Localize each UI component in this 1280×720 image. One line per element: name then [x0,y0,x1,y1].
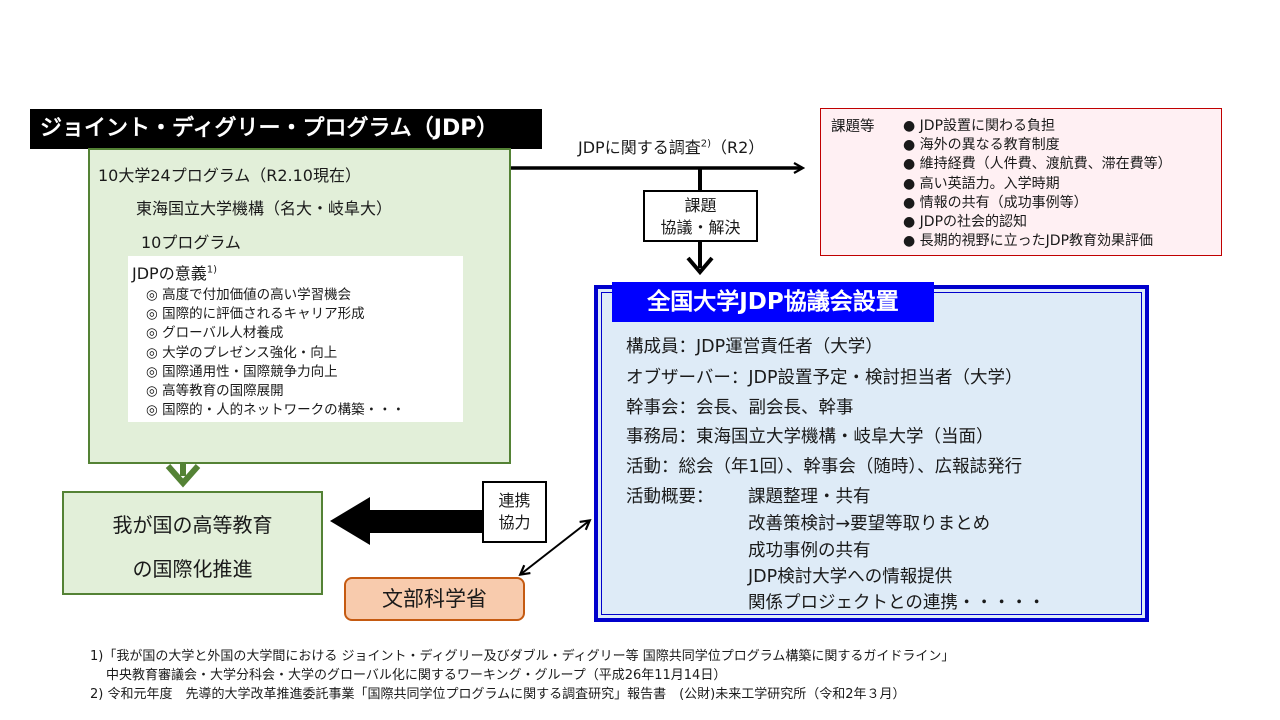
significance-item: ◎ 大学のプレゼンス強化・向上 [146,345,338,361]
issue-item: ● 情報の共有（成功事例等） [903,195,1088,211]
council-members: 構成員：JDP運営責任者（大学） [626,337,883,357]
significance-title: JDPの意義1) [132,264,217,283]
jdp-significance-box: JDPの意義1) ◎ 高度で付加価値の高い学習機会 ◎ 国際的に評価されるキャリ… [128,256,463,422]
issues-box: 課題等 ● JDP設置に関わる負担 ● 海外の異なる教育制度 ● 維持経費（人件… [820,108,1222,256]
significance-item: ◎ 国際的に評価されるキャリア形成 [146,306,365,322]
council-observers: オブザーバー：JDP設置予定・検討担当者（大学） [626,368,1023,388]
mext-council-arrow [521,521,589,574]
tokai-institution: 東海国立大学機構（名大・岐阜大） [136,199,393,218]
significance-item: ◎ 国際的・人的ネットワークの構築・・・ [146,402,406,418]
activity-overview-label: 活動概要： [626,487,714,507]
council-activities: 活動：総会（年1回）、幹事会（随時）、広報誌発行 [626,457,1023,477]
jdp-title-bar: ジョイント・ディグリー・プログラム（JDP） [30,109,542,149]
programs-count: 10大学24プログラム（R2.10現在） [98,166,361,185]
issue-item: ● 長期的視野に立ったJDP教育効果評価 [903,233,1154,249]
kadai-down-arrowhead [686,256,714,276]
issue-item: ● 維持経費（人件費、渡航費、滞在費等） [903,156,1172,172]
issue-item: ● JDPの社会的認知 [903,214,1028,230]
council-secretariat: 事務局：東海国立大学機構・岐阜大学（当面） [626,427,994,447]
significance-item: ◎ 国際通用性・国際競争力向上 [146,364,338,380]
left-block-arrow [330,497,483,545]
issue-item: ● 高い英語力。入学時期 [903,176,1060,192]
jdp-programs-box: 10大学24プログラム（R2.10現在） 東海国立大学機構（名大・岐阜大） 10… [88,148,511,464]
tokai-programs: 10プログラム [141,233,241,252]
significance-item: ◎ 高等教育の国際展開 [146,383,284,399]
green-down-arrowhead [165,464,201,488]
issue-resolution-box: 課題 協議・解決 [643,190,758,242]
council-board: 幹事会：会長、副会長、幹事 [626,398,854,418]
cooperation-box: 連携 協力 [482,481,547,543]
activity-item: 改善策検討→要望等取りまとめ [748,514,991,534]
activity-item: 課題整理・共有 [748,487,871,507]
activity-item: 関係プロジェクトとの連携・・・・・ [748,593,1046,613]
mext-box: 文部科学省 [344,577,525,621]
issue-item: ● 海外の異なる教育制度 [903,137,1060,153]
activity-item: JDP検討大学への情報提供 [748,567,953,587]
footnote-2: 2) 令和元年度 先導的大学改革推進委託事業「国際共同学位プログラムに関する調査… [90,687,906,702]
significance-item: ◎ 高度で付加価値の高い学習機会 [146,287,352,303]
internationalization-goal-box: 我が国の高等教育 の国際化推進 [62,491,323,595]
footnote-1: 1)「我が国の大学と外国の大学間における ジョイント・ディグリー及びダブル・ディ… [90,649,955,664]
footnote-1-source: 中央教育審議会・大学分科会・大学のグローバル化に関するワーキング・グループ（平成… [106,668,727,683]
activity-item: 成功事例の共有 [748,541,871,561]
issue-item: ● JDP設置に関わる負担 [903,118,1056,134]
survey-label: JDPに関する調査2)（R2） [578,138,765,157]
issues-heading: 課題等 [831,119,875,135]
council-title: 全国大学JDP協議会設置 [612,282,934,322]
significance-item: ◎ グローバル人材養成 [146,325,284,341]
council-box: 構成員：JDP運営責任者（大学） オブザーバー：JDP設置予定・検討担当者（大学… [594,285,1149,622]
